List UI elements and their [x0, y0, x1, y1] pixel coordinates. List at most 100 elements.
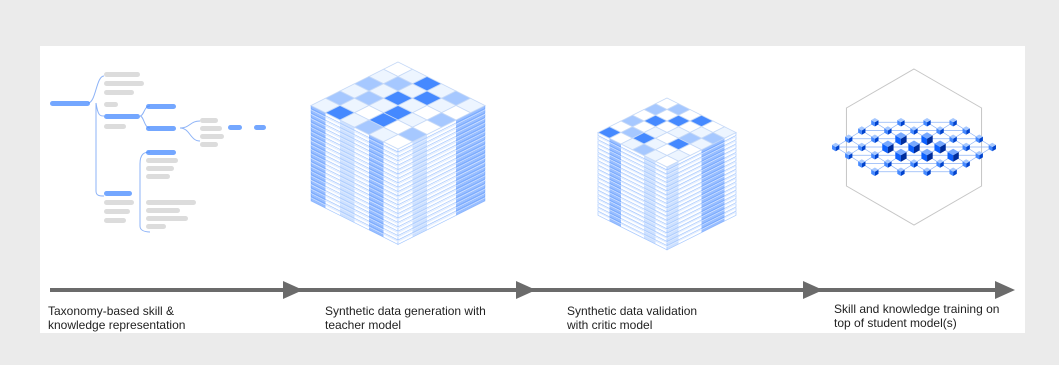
diagram-panel: Taxonomy-based skill & knowledge represe…: [40, 46, 1025, 333]
tree-connector: [95, 103, 105, 197]
stack-layer-line: [310, 131, 486, 176]
network-node: [923, 118, 931, 123]
tree-node-highlight: [254, 125, 266, 130]
tree-node-highlight: [146, 126, 176, 131]
stack-layer-line: [597, 212, 737, 248]
tree-node: [104, 102, 118, 107]
network-node: [947, 148, 959, 156]
network-node: [914, 128, 918, 135]
stack-layer-line: [310, 136, 486, 181]
tree-node-highlight: [228, 125, 242, 130]
tree-connector: [95, 102, 105, 117]
network-node: [835, 144, 840, 152]
stack-layer-line: [597, 144, 737, 180]
stack-column: [456, 112, 471, 216]
network-node: [927, 169, 931, 176]
critic-model-stack-illustration: [597, 97, 737, 251]
network-node: [897, 167, 905, 172]
tree-node: [104, 218, 126, 223]
network-node: [923, 120, 928, 127]
arrow-head-4: [995, 281, 1015, 299]
network-node: [940, 161, 944, 168]
tree-node: [104, 209, 130, 214]
network-node: [953, 152, 959, 162]
network-node: [908, 140, 920, 147]
network-node: [884, 161, 888, 168]
network-node: [874, 153, 879, 160]
stack-layer-line: [310, 140, 486, 185]
network-node: [949, 118, 957, 123]
network-node: [949, 136, 954, 143]
tree-node: [200, 134, 224, 139]
stack-layer-line: [597, 161, 737, 197]
stack-layer-line: [310, 184, 486, 229]
arrow-head-3: [803, 281, 823, 299]
network-node: [962, 144, 967, 152]
network-node: [962, 142, 970, 147]
network-node: [921, 135, 928, 146]
tree-node-highlight: [146, 150, 176, 155]
network-node: [966, 161, 970, 168]
tree-node: [146, 224, 166, 229]
tree-node: [146, 174, 170, 179]
network-node: [900, 152, 907, 162]
network-node: [953, 136, 957, 143]
network-node: [897, 118, 905, 123]
tree-node: [200, 142, 218, 147]
network-node: [887, 161, 892, 168]
tree-node: [200, 118, 218, 123]
network-node: [975, 134, 983, 139]
stack-layer-line: [310, 122, 486, 167]
network-node: [871, 120, 875, 127]
stack-layer-line: [597, 203, 737, 239]
tree-node: [146, 200, 196, 205]
student-model-network-illustration: [832, 68, 996, 226]
network-node: [848, 136, 853, 143]
stack-top-cell: [382, 134, 414, 150]
network-node: [858, 126, 866, 131]
network-node: [921, 132, 933, 139]
stack-layer-line: [597, 178, 737, 214]
stack-layer-line: [597, 136, 737, 172]
network-node: [871, 153, 875, 160]
stack-layer-line: [310, 197, 486, 242]
network-node: [900, 120, 905, 127]
network-node: [921, 152, 928, 162]
arrow-head-2: [516, 281, 536, 299]
tree-node-highlight: [104, 114, 140, 119]
tree-connector: [87, 75, 105, 104]
network-node: [832, 142, 840, 147]
network-node: [975, 151, 983, 156]
caption-line: Taxonomy-based skill &: [48, 304, 175, 318]
caption-line: teacher model: [325, 318, 402, 332]
network-node: [962, 161, 967, 168]
tree-node: [200, 126, 222, 131]
stack-layer-line: [310, 109, 486, 154]
network-node: [953, 120, 957, 127]
network-node: [988, 144, 993, 152]
stack-layer-line: [310, 162, 486, 207]
stage-caption-taxonomy: Taxonomy-based skill & knowledge represe…: [48, 304, 185, 332]
stack-layer-line: [597, 186, 737, 222]
stack-layer-line: [597, 157, 737, 193]
stack-layer-line: [310, 180, 486, 225]
stage-caption-critic: Synthetic data validation with critic mo…: [567, 304, 697, 332]
network-node: [910, 126, 918, 131]
network-node: [936, 161, 941, 168]
network-node: [953, 169, 957, 176]
network-node: [940, 128, 944, 135]
network-node: [934, 143, 941, 154]
network-node: [871, 136, 875, 143]
tree-connector: [139, 196, 151, 233]
network-node: [910, 128, 914, 135]
network-node: [966, 128, 970, 135]
network-node: [923, 169, 928, 176]
tree-connector: [179, 127, 201, 142]
network-node: [910, 159, 918, 164]
stack-column: [470, 105, 485, 209]
stack-layer-line: [597, 199, 737, 235]
network-node: [897, 120, 901, 127]
network-node: [871, 167, 879, 172]
network-node: [949, 169, 954, 176]
teacher-model-stack-illustration: [310, 61, 486, 245]
